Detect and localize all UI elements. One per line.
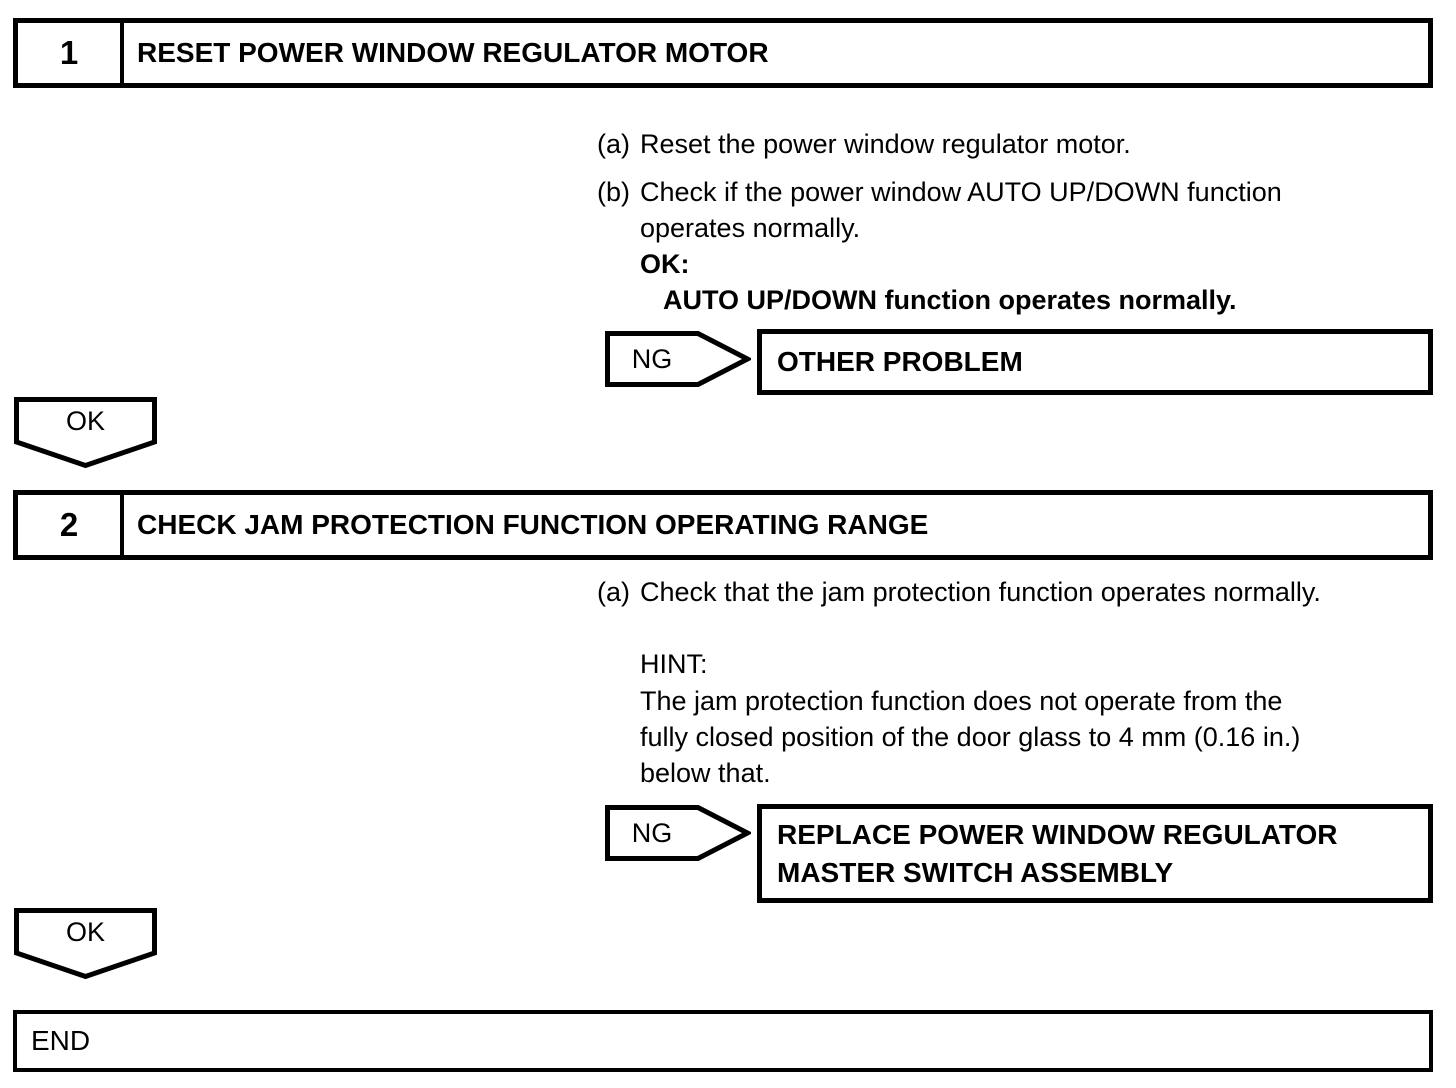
step-1-item-b-text-line-1: Check if the power window AUTO UP/DOWN f…: [640, 177, 1282, 207]
step-1-ng-label: NG: [631, 343, 673, 374]
ok-arrow-down-icon: [14, 397, 157, 469]
step-1-item-a-label: (a): [597, 129, 630, 159]
end-terminator-box: END: [13, 1010, 1433, 1072]
step-1-ng-connector: NG: [605, 331, 751, 387]
step-1-item-b-text-line-2: operates normally.: [640, 213, 861, 243]
ok-arrow-down-icon: [14, 908, 157, 980]
step-1-ok-keyword: OK:: [640, 249, 690, 279]
step-1-ng-result-box: OTHER PROBLEM: [757, 329, 1433, 395]
step-2-hint-line-2: fully closed position of the door glass …: [640, 722, 1301, 752]
step-2-ok-connector: OK: [14, 908, 157, 980]
step-2-ng-label: NG: [631, 817, 673, 848]
end-label: END: [31, 1025, 91, 1056]
step-2-item-a-text: Check that the jam protection function o…: [640, 577, 1321, 607]
step-1-item-b-label: (b): [597, 177, 630, 207]
step-1-title: RESET POWER WINDOW REGULATOR MOTOR: [137, 37, 769, 68]
step-1-header: 1 RESET POWER WINDOW REGULATOR MOTOR: [13, 18, 1433, 88]
step-2-ng-result-line-2: MASTER SWITCH ASSEMBLY: [777, 856, 1174, 888]
step-2-hint-keyword: HINT:: [640, 649, 708, 679]
step-1-ok-connector: OK: [14, 397, 157, 469]
step-2-item-a-label: (a): [597, 577, 630, 607]
step-2-hint-line-3: below that.: [640, 758, 771, 788]
step-2-hint-line-1: The jam protection function does not ope…: [640, 686, 1283, 716]
step-1-ok-condition: AUTO UP/DOWN function operates normally.: [663, 285, 1237, 315]
step-2-title: CHECK JAM PROTECTION FUNCTION OPERATING …: [137, 509, 929, 540]
step-2-header: 2 CHECK JAM PROTECTION FUNCTION OPERATIN…: [13, 490, 1433, 560]
step-2-ok-label: OK: [65, 917, 105, 947]
step-2-ng-connector: NG: [605, 805, 751, 861]
ng-arrow-icon: [605, 805, 751, 861]
step-1-ok-label: OK: [65, 406, 105, 436]
step-2-ng-result-box: REPLACE POWER WINDOW REGULATOR MASTER SW…: [757, 804, 1433, 903]
step-2-number: 2: [18, 495, 124, 555]
step-1-number: 1: [18, 23, 124, 83]
ng-arrow-icon: [605, 331, 751, 387]
step-2-ng-result-line-1: REPLACE POWER WINDOW REGULATOR: [777, 819, 1338, 851]
step-1-item-a-text: Reset the power window regulator motor.: [640, 129, 1131, 159]
step-1-ng-result-text: OTHER PROBLEM: [777, 346, 1023, 378]
